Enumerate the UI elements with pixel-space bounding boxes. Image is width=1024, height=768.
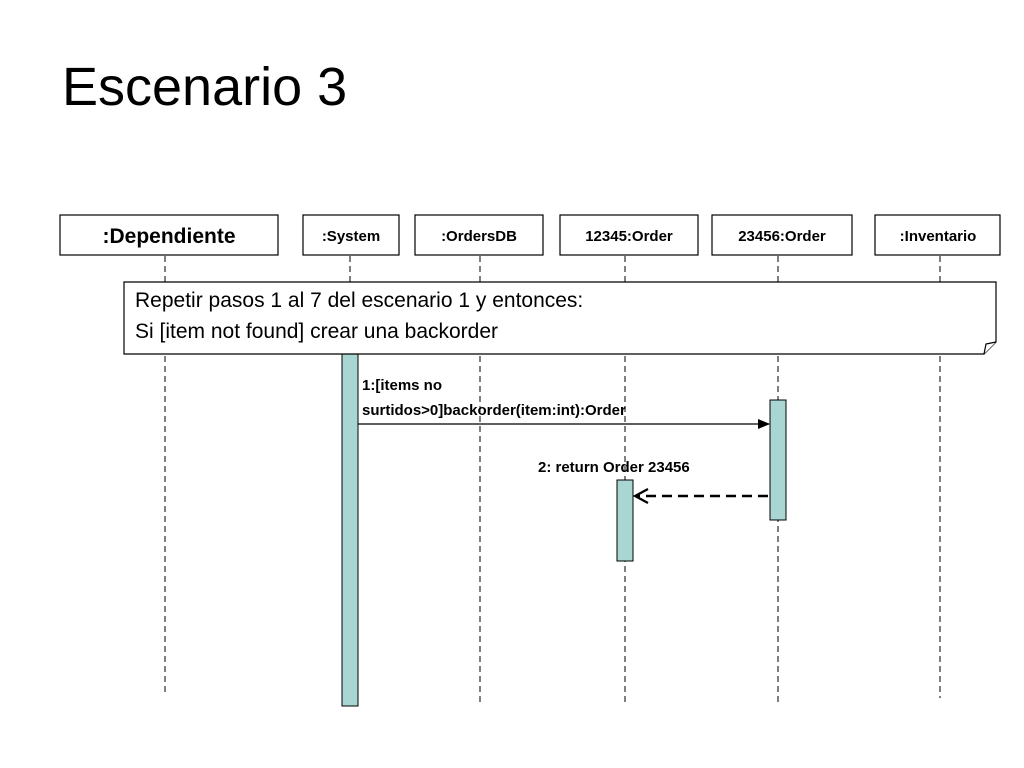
scenario-note: Repetir pasos 1 al 7 del escenario 1 y e… <box>123 281 997 355</box>
message-2-arrowhead <box>632 488 649 504</box>
lifeline-label-inventario: :Inventario <box>900 228 977 245</box>
message-1-label-line-1: 1:[items no <box>362 377 442 394</box>
lifeline-label-order23456: 23456:Order <box>738 228 826 245</box>
lifeline-head-order23456: 23456:Order <box>711 214 853 256</box>
lifeline-label-ordersdb: :OrdersDB <box>441 228 517 245</box>
activation-order12345 <box>616 479 634 562</box>
lifeline-head-inventario: :Inventario <box>874 214 1001 256</box>
slide-title: Escenario 3 <box>62 57 348 117</box>
message-2: 2: return Order 23456 <box>538 459 768 504</box>
lifeline-label-dependiente: :Dependiente <box>102 225 235 248</box>
message-2-label: 2: return Order 23456 <box>538 459 690 476</box>
message-1: 1:[items no surtidos>0]backorder(item:in… <box>358 377 770 429</box>
lifeline-head-dependiente: :Dependiente <box>59 214 279 256</box>
activation-system <box>341 351 359 707</box>
activation-order23456 <box>769 399 787 521</box>
lifeline-label-system: :System <box>322 228 380 245</box>
lifeline-label-order12345: 12345:Order <box>585 228 673 245</box>
lifeline-head-order12345: 12345:Order <box>559 214 699 256</box>
note-line-2: Si [item not found] crear una backorder <box>135 320 498 343</box>
lifeline-head-system: :System <box>302 214 400 256</box>
message-1-label-line-2: surtidos>0]backorder(item:int):Order <box>362 402 626 419</box>
lifeline-head-ordersdb: :OrdersDB <box>414 214 544 256</box>
note-line-1: Repetir pasos 1 al 7 del escenario 1 y e… <box>135 289 583 312</box>
